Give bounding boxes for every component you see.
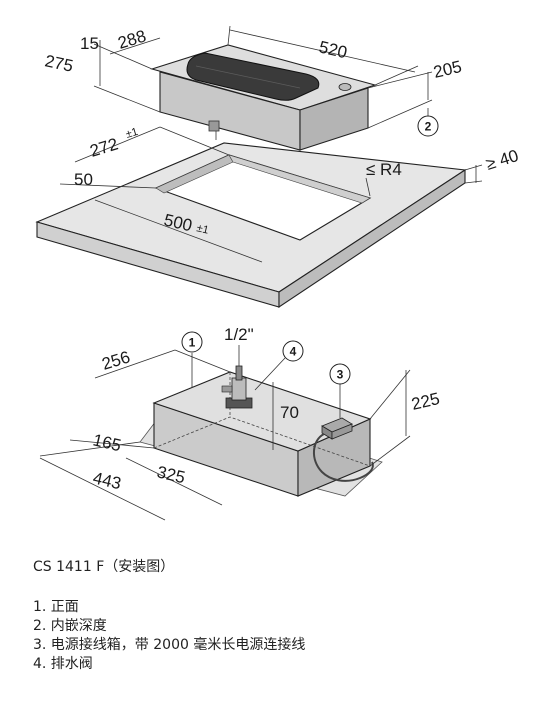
junction-box — [313, 417, 374, 482]
cooktop-basin — [186, 52, 320, 101]
drain-stub — [208, 120, 220, 132]
svg-text:2: 2 — [425, 120, 432, 134]
dim-288: 288 — [116, 26, 149, 52]
legend-list: 1. 正面 2. 内嵌深度 3. 电源接线箱，带 2000 毫米长电源连接线 4… — [33, 598, 305, 674]
diagram-caption: CS 1411 F（安装图） — [33, 559, 175, 575]
dim-272: 272 — [88, 134, 121, 160]
legend-item: 1. 正面 — [33, 599, 79, 615]
power-cable — [313, 433, 374, 482]
cutout-inner-wall-right — [228, 154, 371, 204]
dim-275: 275 — [43, 51, 75, 75]
dim-272-tolerance: ±1 — [124, 126, 139, 141]
svg-text:3: 3 — [337, 368, 344, 382]
svg-text:1: 1 — [189, 336, 196, 350]
dim-256: 256 — [100, 347, 133, 373]
worktop — [35, 142, 467, 309]
callout-1: 1 — [181, 331, 203, 353]
legend-item: 4. 排水阀 — [33, 656, 93, 672]
dim-radius: ≤ R4 — [366, 160, 402, 179]
dim-70: 70 — [280, 403, 299, 422]
callout-3: 3 — [329, 363, 351, 385]
dim-225: 225 — [410, 389, 442, 414]
dim-worktop-thickness: ≥ 40 — [484, 146, 521, 174]
dim-thread: 1/2" — [224, 325, 254, 344]
dim-165: 165 — [91, 430, 123, 455]
dim-50: 50 — [74, 170, 93, 189]
callout-2: 2 — [417, 115, 439, 137]
dim-443: 443 — [91, 468, 123, 493]
upper-dimension-lines — [59, 25, 483, 263]
lower-dimension-lines — [39, 345, 411, 521]
callout-4: 4 — [282, 340, 304, 362]
svg-text:4: 4 — [290, 345, 297, 359]
appliance-underside — [139, 365, 383, 497]
dim-205: 205 — [432, 57, 464, 82]
installation-diagram: 520 288 15 275 205 272 ±1 50 500 ±1 ≤ R4… — [35, 25, 521, 521]
legend-item: 3. 电源接线箱，带 2000 毫米长电源连接线 — [33, 637, 306, 653]
dim-520: 520 — [317, 37, 349, 62]
dim-500-tolerance: ±1 — [195, 222, 210, 236]
drain-valve — [221, 365, 253, 409]
control-knob-icon — [338, 83, 352, 91]
dim-325: 325 — [155, 462, 187, 487]
dim-15: 15 — [80, 34, 99, 53]
legend-item: 2. 内嵌深度 — [33, 618, 107, 634]
upper-dimension-labels: 520 288 15 275 205 272 ±1 50 500 ±1 ≤ R4… — [43, 26, 521, 236]
